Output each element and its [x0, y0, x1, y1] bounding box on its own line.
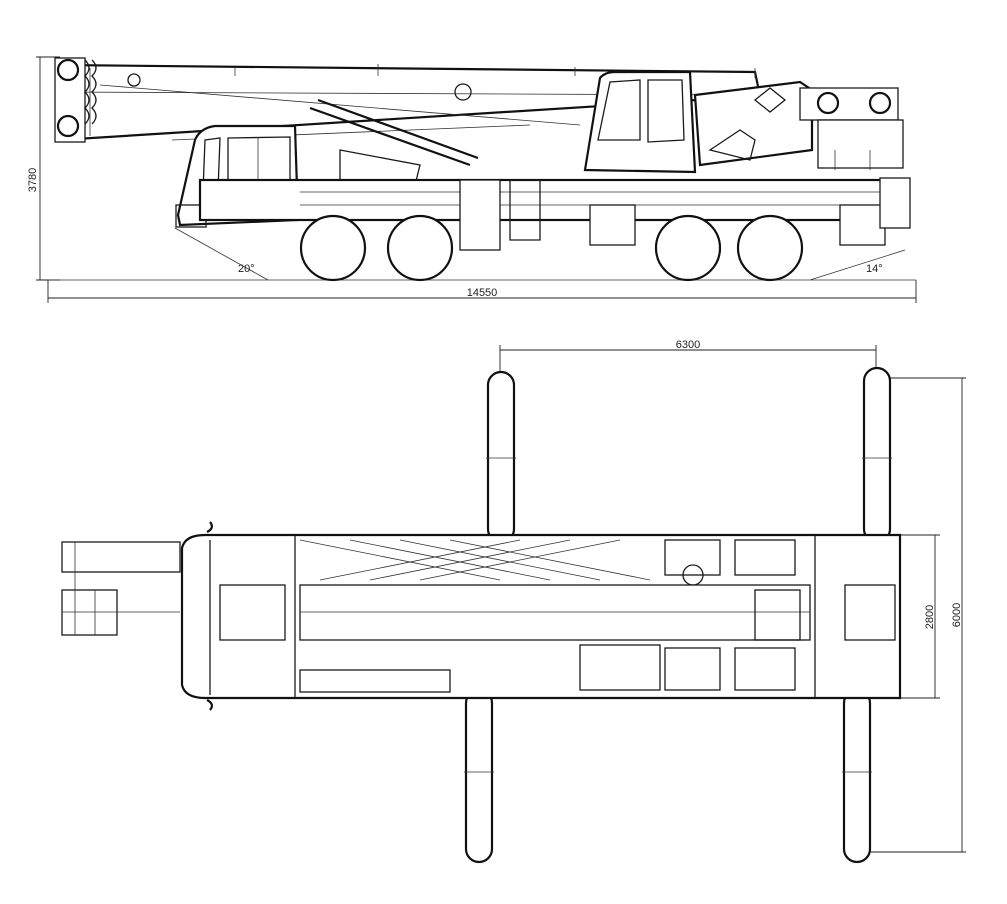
- front-outriggers: [464, 370, 516, 864]
- wheel: [299, 214, 367, 282]
- boom-head: [54, 57, 97, 143]
- approach-angle: 20°: [174, 227, 269, 281]
- departure-angle: 14°: [809, 249, 906, 281]
- height-dimension: 3780: [27, 56, 60, 281]
- chassis: [198, 177, 911, 251]
- approach-angle-label: 20°: [238, 263, 255, 275]
- outrigger-longitudinal-label: 6300: [676, 339, 700, 351]
- height-dimension-label: 3780: [27, 168, 39, 192]
- length-dimension-label: 14550: [467, 287, 498, 299]
- outrigger-lateral-label: 6000: [951, 603, 963, 627]
- side-view: 3780 14550: [27, 56, 917, 303]
- wheel: [736, 214, 804, 282]
- chassis-width-dimension: 2800: [900, 534, 940, 699]
- turntable: [693, 80, 904, 170]
- wheel: [654, 214, 722, 282]
- operator-cab: [583, 70, 697, 174]
- departure-angle-label: 14°: [866, 263, 883, 275]
- outrigger-longitudinal-dimension: 6300: [499, 339, 877, 372]
- boom-head-top: [61, 521, 214, 711]
- length-dimension: 14550: [47, 280, 917, 303]
- wheel: [386, 214, 454, 282]
- wheels: [299, 214, 804, 282]
- outrigger-lateral-dimension: 6000: [866, 377, 966, 853]
- chassis-width-label: 2800: [924, 605, 936, 629]
- rear-outriggers: [842, 366, 892, 864]
- chassis-top: [180, 533, 902, 700]
- luffing-cylinder: [309, 98, 479, 186]
- top-view: 6300 6000 2800: [61, 339, 966, 864]
